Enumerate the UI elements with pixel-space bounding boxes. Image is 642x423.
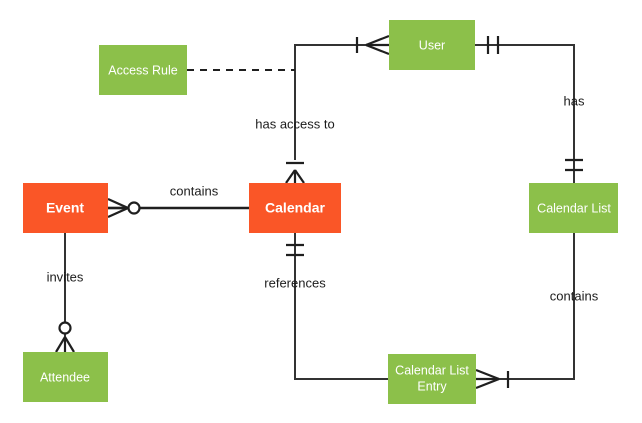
- entity-calendar-list[interactable]: Calendar List: [529, 183, 618, 233]
- entity-calendar[interactable]: Calendar: [249, 183, 341, 233]
- entity-calendar-list-entry[interactable]: Calendar List Entry: [388, 354, 476, 404]
- edge-references[interactable]: [286, 233, 388, 380]
- edge-has-access-to[interactable]: [285, 34, 390, 184]
- cardinality-exactly-one-user-right: [486, 36, 500, 54]
- relationship-label-contains-event: contains: [170, 183, 219, 198]
- entity-calendar-rect: [249, 183, 341, 233]
- edge-has-access-to-path: [294, 44, 389, 160]
- entity-calendar-list-entry-label-line1: Calendar List: [395, 363, 469, 377]
- entity-calendar-list-entry-label-line2: Entry: [417, 379, 447, 393]
- cardinality-zero-or-many-event-right: [107, 197, 141, 219]
- entity-calendar-list-entry-rect: [388, 354, 476, 404]
- entity-calendar-list-label: Calendar List: [537, 201, 611, 215]
- entity-event-rect: [23, 183, 108, 233]
- relationship-label-has: has: [564, 93, 585, 108]
- entity-event-label: Event: [46, 200, 84, 216]
- relationship-label-invites: invites: [47, 269, 84, 284]
- entity-calendar-list-rect: [529, 183, 618, 233]
- entity-user[interactable]: User: [389, 20, 475, 70]
- entity-attendee-rect: [23, 352, 108, 402]
- edge-has[interactable]: [475, 36, 583, 183]
- entity-calendar-label: Calendar: [265, 200, 325, 216]
- entity-user-rect: [389, 20, 475, 70]
- entity-access-rule-label: Access Rule: [108, 63, 178, 77]
- relationship-label-has-access-to: has access to: [255, 116, 335, 131]
- edge-contains-calendarlist-entry-path: [476, 233, 575, 380]
- entity-attendee-label: Attendee: [40, 370, 90, 384]
- entity-access-rule[interactable]: Access Rule: [99, 45, 187, 95]
- relationship-label-references: references: [264, 275, 326, 290]
- entity-attendee[interactable]: Attendee: [23, 352, 108, 402]
- edge-references-path: [294, 233, 388, 380]
- cardinality-one-or-many-calendar-top: [285, 161, 305, 184]
- edge-invites[interactable]: [55, 233, 75, 353]
- edge-has-path: [475, 44, 575, 183]
- entity-access-rule-rect: [99, 45, 187, 95]
- edge-contains-event-calendar[interactable]: [107, 197, 249, 219]
- cardinality-exactly-one-calendarlist-top: [565, 158, 583, 172]
- cardinality-one-or-many-cle-right: [475, 368, 510, 390]
- cardinality-exactly-one-calendar-bottom: [286, 243, 304, 257]
- cardinality-zero-or-many-attendee-top: [55, 321, 75, 353]
- edge-contains-calendarlist-entry[interactable]: [475, 233, 575, 390]
- cardinality-one-or-many-user-left: [355, 34, 390, 56]
- entity-event[interactable]: Event: [23, 183, 108, 233]
- relationship-label-contains-cle: contains: [550, 288, 599, 303]
- entity-user-label: User: [419, 38, 445, 52]
